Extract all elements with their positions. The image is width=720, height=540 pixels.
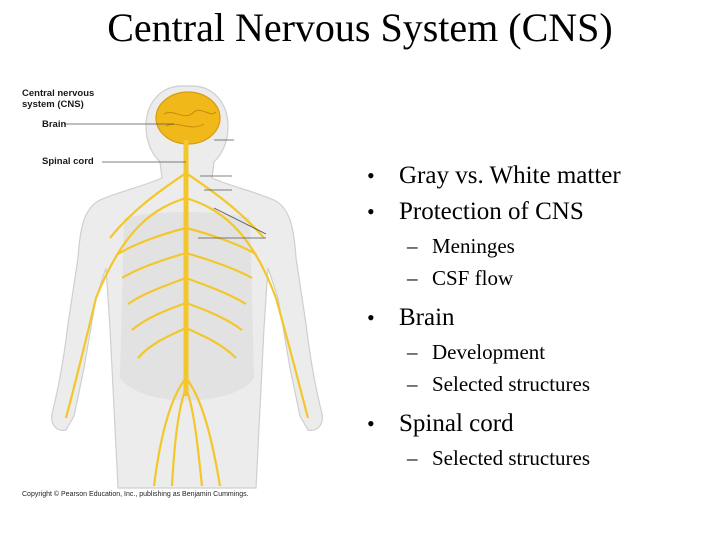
- slide-title: Central Nervous System (CNS): [107, 5, 613, 50]
- bullet-item: • Brain: [365, 300, 715, 336]
- cns-label: Central nervous system (CNS): [22, 88, 95, 110]
- sub-bullet-text: CSF flow: [432, 266, 514, 290]
- sub-bullet-text: Meninges: [432, 234, 515, 258]
- sub-bullet-marker: –: [407, 446, 418, 470]
- brain-shape: [155, 91, 221, 145]
- sub-bullet-text: Selected structures: [432, 446, 591, 470]
- sub-bullet-item: –Selected structures: [365, 442, 715, 474]
- nervous-system-figure: Central nervous system (CNS) Brain Spina…: [14, 78, 360, 500]
- sub-bullet-text: Development: [432, 340, 546, 364]
- bullet-marker: •: [367, 305, 375, 330]
- body-illustration: [51, 85, 323, 489]
- sub-bullet-marker: –: [407, 372, 418, 396]
- spinal-cord-label: Spinal cord: [42, 156, 94, 167]
- brain-label: Brain: [42, 119, 67, 130]
- bullet-text: Protection of CNS: [399, 198, 584, 225]
- bullet-marker: •: [367, 411, 375, 436]
- bullet-text: Gray vs. White matter: [399, 162, 621, 189]
- bullet-text: Brain: [399, 304, 455, 331]
- sub-bullet-item: –Selected structures: [365, 368, 715, 400]
- sub-bullet-item: –Meninges: [365, 230, 715, 262]
- sub-bullet-marker: –: [407, 234, 418, 258]
- bullet-item: • Protection of CNS: [365, 194, 715, 230]
- bullet-list: • Gray vs. White matter • Protection of CN…: [365, 158, 715, 474]
- bullet-item: • Gray vs. White matter: [365, 158, 715, 194]
- bullet-marker: •: [367, 163, 375, 188]
- copyright-note: Copyright © Pearson Education, Inc., pub…: [22, 491, 249, 498]
- sub-bullet-text: Selected structures: [432, 372, 591, 396]
- sub-bullet-marker: –: [407, 266, 418, 290]
- bullet-text: Spinal cord: [399, 410, 514, 437]
- sub-bullet-item: –CSF flow: [365, 262, 715, 294]
- sub-bullet-item: –Development: [365, 336, 715, 368]
- bullet-marker: •: [367, 199, 375, 224]
- peripheral-nerves: [64, 172, 310, 487]
- bullet-item: • Spinal cord: [365, 406, 715, 442]
- sub-bullet-marker: –: [407, 340, 418, 364]
